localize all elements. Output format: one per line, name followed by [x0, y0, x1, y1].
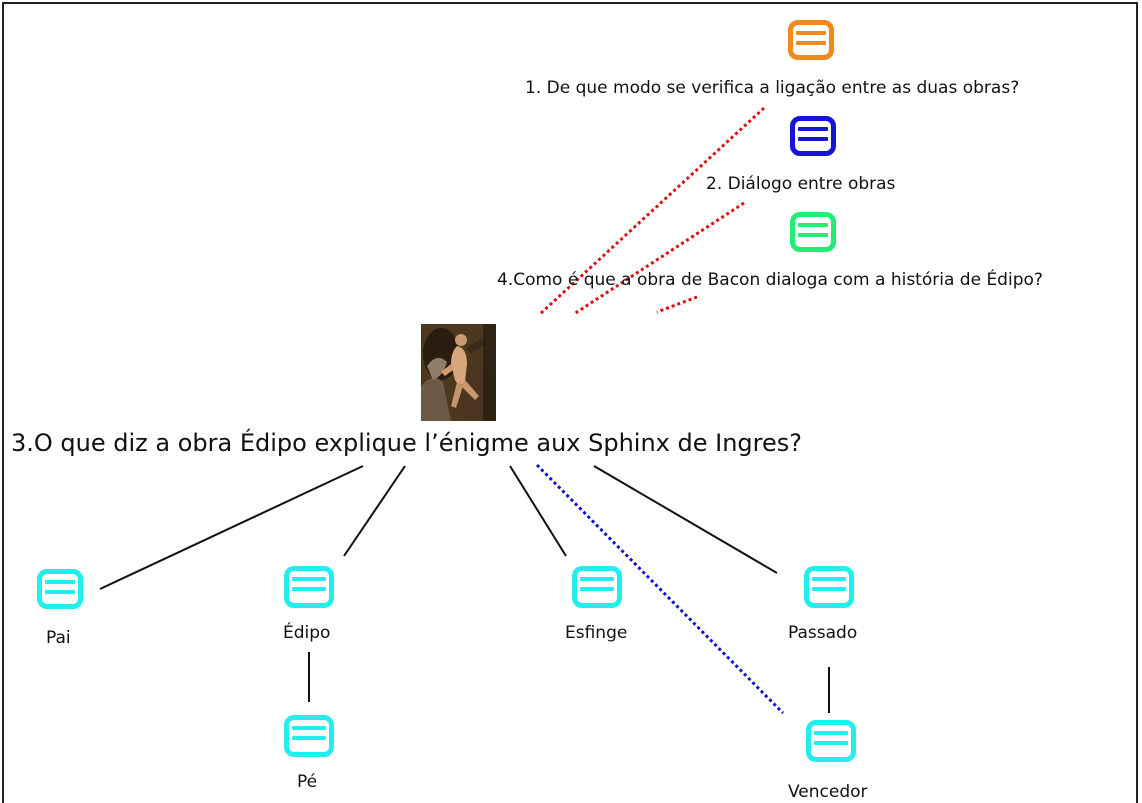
node-edipo-label[interactable]: Édipo [283, 623, 331, 643]
question-1-label[interactable]: 1. De que modo se verifica a ligação ent… [525, 78, 1020, 98]
note-icon[interactable] [284, 566, 334, 608]
link-central-pai [99, 465, 364, 590]
note-icon-line [812, 577, 846, 581]
note-icon-line [45, 590, 75, 594]
note-icon-line [45, 580, 75, 584]
note-icon[interactable] [804, 566, 854, 608]
node-pai-label[interactable]: Pai [46, 628, 71, 648]
note-icon-line [798, 127, 828, 131]
note-icon-line [814, 731, 848, 735]
note-icon-line [796, 41, 826, 45]
link-question-2 [573, 201, 745, 316]
painting-thumbnail-art [421, 324, 496, 421]
note-icon-line [292, 726, 326, 730]
node-esfinge-label[interactable]: Esfinge [565, 623, 628, 643]
note-icon-line [796, 31, 826, 35]
node-passado-label[interactable]: Passado [788, 623, 858, 643]
note-icon-line [580, 577, 614, 581]
note-icon[interactable] [788, 20, 834, 60]
painting-thumbnail[interactable] [421, 324, 496, 421]
link-question-4 [656, 295, 698, 314]
link-central-passado [593, 465, 778, 574]
note-icon[interactable] [572, 566, 622, 608]
note-icon-line [814, 741, 848, 745]
question-4-label[interactable]: 4.Como é que a obra de Bacon dialoga com… [497, 270, 1043, 290]
node-pe-label[interactable]: Pé [297, 772, 318, 792]
link-question-1 [538, 106, 766, 316]
link-central-vencedor [535, 463, 785, 715]
note-icon[interactable] [790, 212, 836, 252]
note-icon-line [798, 233, 828, 237]
link-central-esfinge [509, 465, 567, 557]
note-icon-line [798, 223, 828, 227]
note-icon-line [292, 736, 326, 740]
note-icon[interactable] [790, 116, 836, 156]
node-vencedor-label[interactable]: Vencedor [788, 782, 868, 802]
note-icon-line [292, 587, 326, 591]
link-central-edipo [343, 465, 406, 557]
note-icon-line [798, 137, 828, 141]
note-icon[interactable] [284, 715, 334, 757]
note-icon-line [292, 577, 326, 581]
note-icon-line [580, 587, 614, 591]
note-icon[interactable] [806, 720, 856, 762]
central-topic-label[interactable]: 3.O que diz a obra Édipo explique l’énig… [11, 429, 803, 457]
note-icon-line [812, 587, 846, 591]
question-2-label[interactable]: 2. Diálogo entre obras [706, 174, 896, 194]
note-icon[interactable] [37, 569, 83, 609]
